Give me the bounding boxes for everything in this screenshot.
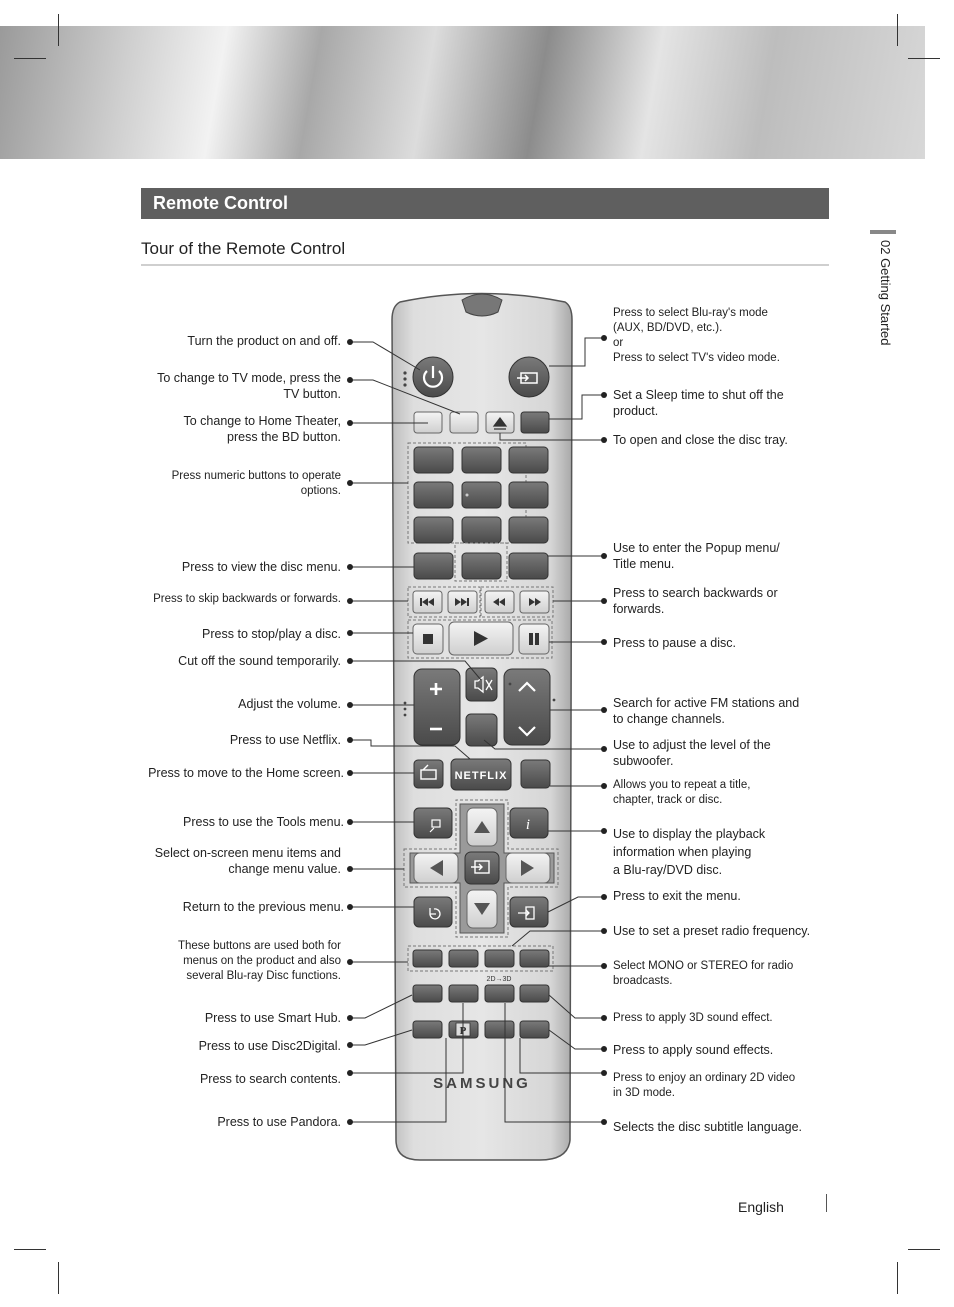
callout-skip: Press to skip backwards or forwards.: [153, 592, 341, 607]
numeric-button[interactable]: [414, 447, 453, 473]
search-contents-button[interactable]: [449, 985, 478, 1002]
bd-mode-button[interactable]: [450, 412, 478, 433]
color-button-a[interactable]: [413, 950, 442, 967]
indicator-dot: [404, 702, 407, 705]
tools-button[interactable]: [414, 808, 452, 838]
callout-info: Use to display the playback information …: [613, 825, 765, 879]
conversion-label: 2D→3D: [487, 976, 512, 983]
return-button[interactable]: [414, 897, 452, 927]
callout-menu-select: Select on-screen menu items and change m…: [155, 845, 341, 877]
numeric-button[interactable]: [414, 482, 453, 508]
callout-numeric: Press numeric buttons to operate options…: [172, 469, 341, 499]
callout-power: Turn the product on and off.: [187, 333, 341, 349]
exit-button[interactable]: [510, 897, 548, 927]
callout-woofer: Use to adjust the level of the subwoofer…: [613, 737, 771, 769]
callout-disc2digital: Press to use Disc2Digital.: [199, 1038, 341, 1054]
indicator-dot: [404, 708, 407, 711]
callout-pause: Press to pause a disc.: [613, 635, 736, 651]
woofer-button[interactable]: [466, 714, 497, 746]
callout-netflix: Press to use Netflix.: [230, 732, 341, 748]
numeric-button[interactable]: [462, 553, 501, 579]
indicator-dot: [403, 377, 406, 380]
callout-search-fb: Press to search backwards or forwards.: [613, 585, 778, 617]
callout-tuner: Search for active FM stations and to cha…: [613, 695, 799, 727]
color-button-d[interactable]: [520, 950, 549, 967]
callout-mute: Cut off the sound temporarily.: [178, 653, 341, 669]
info-icon: i: [526, 817, 530, 833]
callout-popup: Use to enter the Popup menu/ Title menu.: [613, 540, 780, 572]
numeric-button[interactable]: [509, 447, 548, 473]
numeric-button[interactable]: [462, 517, 501, 543]
callout-return: Return to the previous menu.: [183, 899, 344, 915]
callout-subtitle: Selects the disc subtitle language.: [613, 1119, 802, 1135]
numeric-button[interactable]: [462, 447, 501, 473]
leader-dots-right: [601, 335, 607, 1125]
3d-sound-button[interactable]: [520, 985, 549, 1002]
popup-menu-button[interactable]: [509, 553, 548, 579]
netflix-label: NETFLIX: [455, 770, 508, 782]
callout-pandora: Press to use Pandora.: [217, 1114, 341, 1130]
callout-smart-hub: Press to use Smart Hub.: [205, 1010, 341, 1026]
callout-tv-mode: To change to TV mode, press the TV butto…: [157, 370, 341, 402]
numeric-button[interactable]: [509, 482, 548, 508]
callout-sound-effect: Press to apply sound effects.: [613, 1042, 773, 1058]
callout-preset: Use to set a preset radio frequency.: [613, 923, 810, 939]
pause-button[interactable]: [519, 624, 549, 654]
indicator-dot: [403, 371, 406, 374]
callout-exit: Press to exit the menu.: [613, 888, 741, 904]
indicator-dot: [509, 683, 512, 686]
callout-stop-play: Press to stop/play a disc.: [202, 626, 341, 642]
smart-hub-button[interactable]: [413, 985, 442, 1002]
repeat-button[interactable]: [521, 760, 550, 788]
indicator-dot: [553, 699, 556, 702]
leader-dots: [347, 339, 353, 1125]
callout-3d-sound: Press to apply 3D sound effect.: [613, 1011, 773, 1026]
callout-tools: Press to use the Tools menu.: [183, 814, 344, 830]
volume-rocker[interactable]: [414, 669, 460, 745]
numeric-button[interactable]: [509, 517, 548, 543]
disc-menu-button[interactable]: [414, 553, 453, 579]
color-button-b[interactable]: [449, 950, 478, 967]
callout-mono-stereo: Select MONO or STEREO for radio broadcas…: [613, 959, 793, 989]
callout-search: Press to search contents.: [200, 1071, 341, 1087]
callout-repeat: Allows you to repeat a title, chapter, t…: [613, 778, 750, 808]
home-button[interactable]: [414, 760, 443, 788]
callout-disc-menu: Press to view the disc menu.: [182, 559, 341, 575]
indicator-dot: [404, 714, 407, 717]
callout-2d-3d: Press to enjoy an ordinary 2D video in 3…: [613, 1071, 795, 1101]
dpad-enter-button[interactable]: [465, 852, 499, 884]
disc2digital-button[interactable]: [413, 1021, 442, 1038]
stop-icon: [423, 634, 433, 644]
callout-sleep: Set a Sleep time to shut off the product…: [613, 387, 784, 419]
sleep-button[interactable]: [521, 412, 549, 433]
mute-button[interactable]: [466, 668, 497, 701]
2d-to-3d-button[interactable]: [485, 1021, 514, 1038]
color-button-c[interactable]: [485, 950, 514, 967]
brand-logo: SAMSUNG: [433, 1075, 531, 1092]
source-button[interactable]: [509, 357, 549, 397]
ir-window: [462, 294, 502, 316]
callout-source: Press to select Blu-ray's mode (AUX, BD/…: [613, 306, 780, 366]
callout-home: Press to move to the Home screen.: [148, 765, 344, 781]
callout-color-buttons: These buttons are used both for menus on…: [178, 939, 341, 984]
callout-bd-mode: To change to Home Theater, press the BD …: [183, 413, 341, 445]
indicator-dot: [403, 383, 406, 386]
callout-volume: Adjust the volume.: [238, 696, 341, 712]
callout-eject: To open and close the disc tray.: [613, 432, 788, 448]
sound-effect-button[interactable]: [520, 1021, 549, 1038]
subtitle-button[interactable]: [485, 985, 514, 1002]
key-dot: [466, 494, 469, 497]
numeric-button[interactable]: [414, 517, 453, 543]
